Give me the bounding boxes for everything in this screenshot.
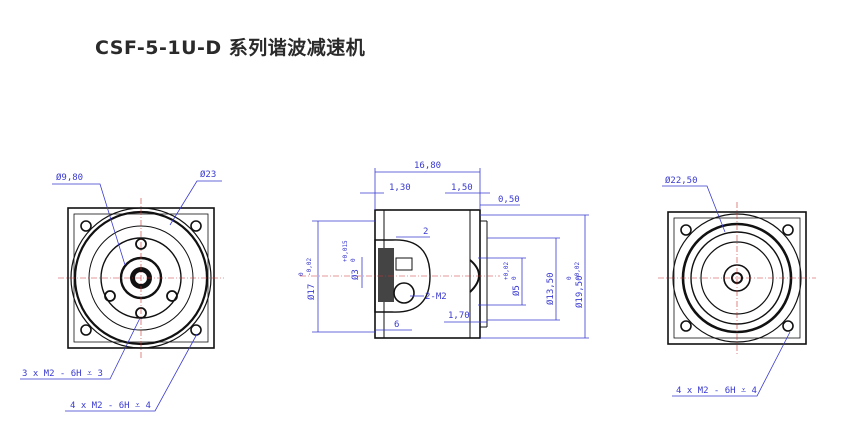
page-title: CSF-5-1U-D 系列谐波减速机 xyxy=(95,37,366,59)
side-dim-170: 1,70 xyxy=(448,311,470,321)
front-leader-bore xyxy=(52,183,126,266)
front-thread-note-corner: 4 x M2 - 6H ⩡ 4 xyxy=(70,401,151,411)
side-rear-hub xyxy=(469,259,480,293)
rear-corner-hole xyxy=(782,224,794,236)
rear-corner-hole xyxy=(680,224,692,236)
rear-corner-hole xyxy=(680,320,692,332)
side-dim-050: 0,50 xyxy=(498,195,520,205)
side-dim-3-tol-lower: 0 xyxy=(350,258,357,262)
side-view: 16,80 1,30 1,50 0,50 2 6 1,70 2-M2 Ø17 0… xyxy=(298,161,589,339)
front-dim-outer: Ø23 xyxy=(200,169,216,180)
side-section-bore xyxy=(395,257,413,271)
front-corner-hole xyxy=(190,324,202,336)
front-leader-hub-thread xyxy=(20,317,141,380)
side-dim-17-tol-lower: -0,02 xyxy=(306,258,313,276)
front-corner-hole xyxy=(80,324,92,336)
front-leader-corner-thread xyxy=(65,333,198,412)
side-dim-150: 1,50 xyxy=(451,183,473,193)
side-dim-2: 2 xyxy=(423,227,428,237)
rear-view: Ø22,50 4 x M2 - 6H ⩡ 4 xyxy=(658,175,816,397)
front-hub-hole xyxy=(104,290,116,302)
side-dim-1950: Ø19,50 xyxy=(574,275,585,308)
side-dim-17: Ø17 xyxy=(306,284,317,300)
side-dim-130: 1,30 xyxy=(389,183,411,193)
side-section-thread-hole xyxy=(393,282,415,304)
side-dim-1350: Ø13,50 xyxy=(545,272,556,305)
side-dim-3: Ø3 xyxy=(350,269,361,280)
side-dim-overall: 16,80 xyxy=(414,161,441,171)
front-leader-outer xyxy=(169,180,222,226)
side-dim-5-tol-upper: +0,02 xyxy=(503,262,510,280)
side-dim-6: 6 xyxy=(394,320,399,330)
side-dim-5-tol-lower: 0 xyxy=(511,276,518,280)
side-thread-note: 2-M2 xyxy=(425,292,447,302)
front-hub-hole xyxy=(166,290,178,302)
rear-leader-dia xyxy=(662,185,726,233)
front-view: Ø9,80 Ø23 3 x M2 - 6H ⩡ 3 4 x M2 - 6H ⩡ … xyxy=(20,169,224,412)
rear-dim-dia: Ø22,50 xyxy=(665,175,698,186)
side-dim-3-tol-upper: +0,015 xyxy=(342,240,349,262)
rear-corner-hole xyxy=(782,320,794,332)
front-corner-hole xyxy=(80,220,92,232)
side-dim-17-tol-upper: 0 xyxy=(298,272,305,276)
side-dim-5: Ø5 xyxy=(511,285,522,296)
front-dim-bore: Ø9,80 xyxy=(56,172,83,183)
side-section-hatch xyxy=(378,248,394,302)
front-corner-hole xyxy=(190,220,202,232)
rear-leader-thread xyxy=(672,331,791,397)
front-thread-note-hub: 3 x M2 - 6H ⩡ 3 xyxy=(22,369,103,379)
side-dim-1950-tol-upper: 0 xyxy=(566,276,573,280)
rear-thread-note: 4 x M2 - 6H ⩡ 4 xyxy=(676,386,757,396)
side-dim-1950-tol-lower: -0,02 xyxy=(574,262,581,280)
